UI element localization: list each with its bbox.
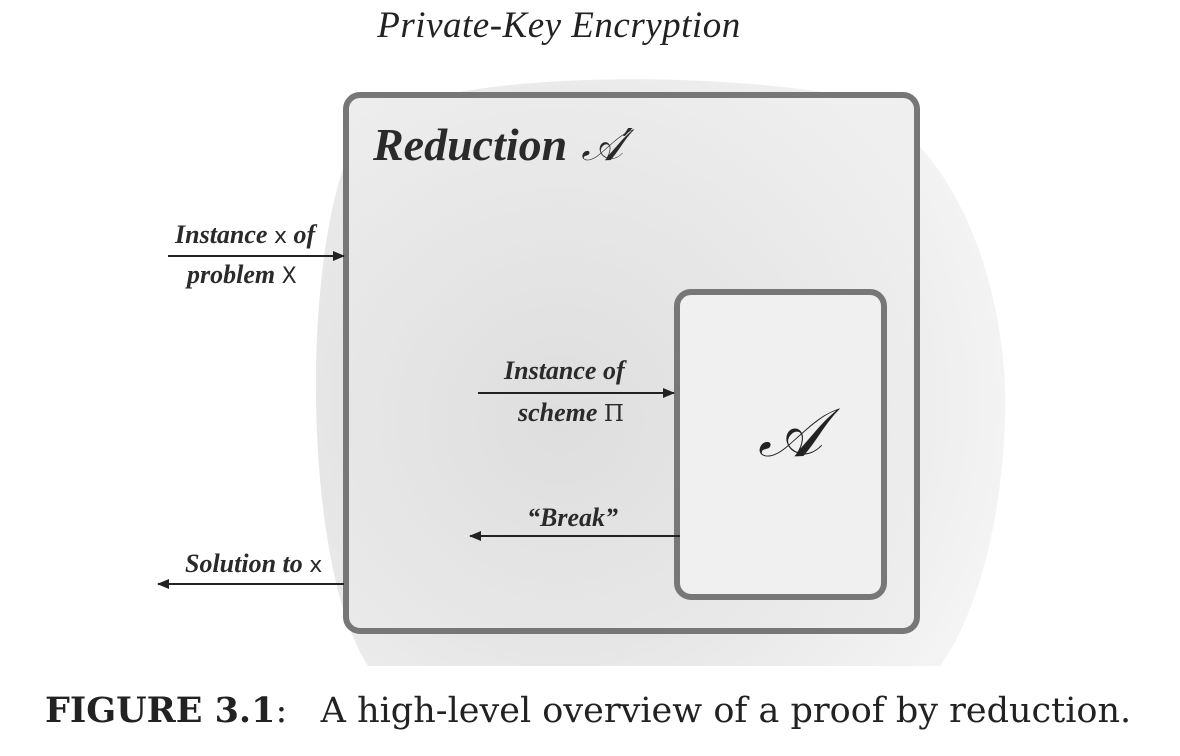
scheme-in-label-line2: scheme Π: [518, 400, 624, 426]
caption-text: A high-level overview of a proof by redu…: [320, 691, 1132, 731]
adversary-box: [674, 289, 887, 600]
reduction-diagram: [157, 79, 1006, 667]
reduction-label-word: Reduction: [373, 119, 568, 170]
problem-symbol: X: [281, 264, 297, 289]
instance-in-of: of: [293, 220, 316, 249]
page-title: Private-Key Encryption: [377, 5, 741, 46]
adversary-symbol: 𝒜: [757, 394, 823, 473]
figure-caption: FIGURE 3.1: A high-level overview of a p…: [45, 690, 1131, 731]
scheme-in-label-line1: Instance of: [504, 356, 625, 385]
instance-in-word: Instance: [175, 220, 268, 249]
instance-in-label-line1: Instance x of: [175, 222, 315, 248]
break-label: “Break”: [527, 503, 618, 532]
scheme-word: scheme: [518, 398, 598, 427]
solution-symbol: x: [309, 553, 323, 578]
reduction-label: Reduction 𝒜′: [373, 122, 633, 168]
solution-label: Solution to x: [185, 551, 322, 577]
problem-word: problem: [187, 260, 276, 289]
reduction-label-symbol: 𝒜′: [581, 120, 633, 171]
instance-in-label-line2: problem X: [187, 262, 297, 288]
scheme-symbol: Π: [603, 401, 624, 427]
caption-separator: :: [275, 691, 288, 731]
solution-word: Solution to: [185, 549, 303, 578]
figure-label: FIGURE 3.1: [45, 690, 276, 731]
instance-in-symbol: x: [273, 224, 287, 249]
